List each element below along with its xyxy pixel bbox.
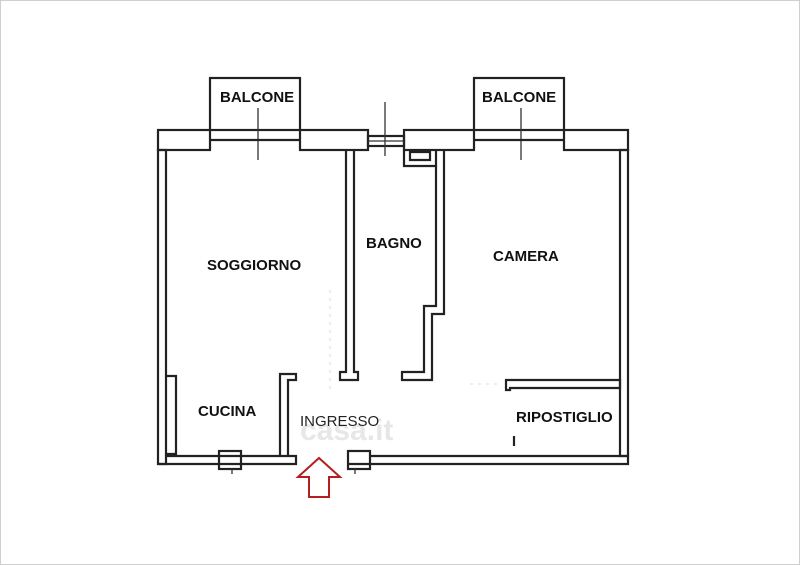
kitchen-partition (278, 372, 298, 456)
label-camera: CAMERA (493, 248, 559, 265)
label-cucina: CUCINA (198, 403, 256, 420)
left-wall (156, 148, 178, 466)
top-wall (156, 102, 630, 156)
guide-lines (329, 290, 500, 390)
entrance-arrow-icon (295, 456, 343, 498)
label-ripostiglio: RIPOSTIGLIO (516, 409, 613, 426)
label-bagno: BAGNO (366, 235, 422, 252)
bath-bedroom-wall (400, 150, 446, 382)
balcony-right (472, 76, 566, 160)
watermark: casa.it (300, 414, 393, 447)
label-ingresso: INGRESSO (300, 413, 379, 430)
right-wall (618, 148, 630, 458)
storage-wall (504, 378, 622, 446)
label-balcone-right: BALCONE (482, 89, 556, 106)
label-soggiorno: SOGGIORNO (207, 257, 302, 274)
living-bath-wall (338, 150, 360, 382)
bottom-wall (158, 449, 630, 474)
balcony-left (208, 76, 302, 160)
label-balcone-left: BALCONE (220, 89, 294, 106)
